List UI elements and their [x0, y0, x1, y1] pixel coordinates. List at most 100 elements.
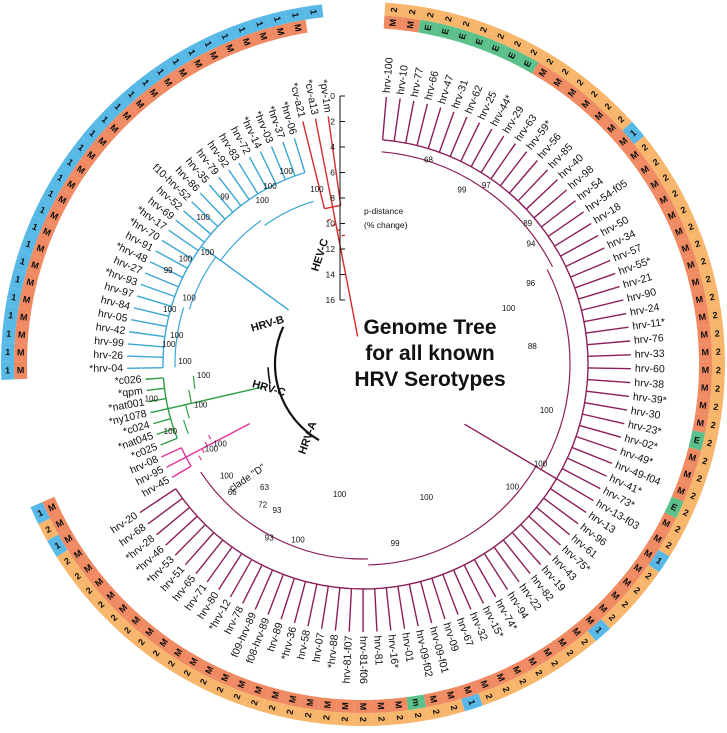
leaf-label: hrv-81 — [371, 635, 385, 666]
terminal-branch — [129, 332, 165, 337]
scale-tick-label: 16 — [326, 295, 336, 305]
subclade-arc — [221, 221, 261, 261]
outer-band-value: 2 — [716, 365, 721, 375]
bootstrap-value: 99 — [164, 266, 173, 275]
bootstrap-value: 100 — [213, 440, 227, 449]
terminal-branch — [175, 525, 205, 556]
bootstrap-value: 63 — [260, 483, 269, 492]
bootstrap-value: 100 — [291, 536, 305, 545]
terminal-branch — [294, 138, 304, 172]
leaf-label: hrv-100 — [381, 57, 396, 94]
terminal-branch — [146, 378, 164, 379]
terminal-branch — [521, 524, 551, 555]
inner-band-value: M — [358, 703, 368, 711]
leaf-label: hrv-07 — [310, 632, 326, 663]
outer-band-value: 2 — [395, 715, 405, 721]
inner-band-value: M — [376, 702, 386, 710]
bootstrap-value: 100 — [170, 331, 184, 340]
bootstrap-value: 100 — [197, 371, 211, 380]
terminal-branch — [571, 260, 611, 277]
bootstrap-value: 99 — [220, 192, 229, 201]
inner-band-value: M — [340, 702, 350, 710]
terminal-branch — [308, 584, 317, 626]
subclade-arc — [541, 269, 570, 469]
terminal-branch — [166, 516, 198, 545]
terminal-branch — [335, 588, 339, 631]
subclade-arc — [193, 376, 194, 389]
bootstrap-value: 100 — [506, 482, 520, 491]
subclade-arc — [209, 435, 211, 439]
bootstrap-value: 96 — [526, 279, 535, 288]
terminal-branch — [349, 589, 351, 632]
inner-band-value: M — [405, 20, 416, 29]
terminal-branch — [585, 403, 627, 410]
terminal-branch — [127, 356, 163, 357]
terminal-branch — [196, 540, 223, 574]
outer-band-value: 2 — [714, 328, 720, 338]
bootstrap-value: 93 — [265, 534, 274, 543]
clade-label-hev-c: HEV-C — [309, 237, 331, 273]
outer-band-value: 2 — [321, 715, 331, 721]
clade-stem — [464, 424, 556, 479]
terminal-branch — [128, 344, 164, 347]
inner-band-value: M — [18, 330, 26, 341]
terminal-branch — [394, 99, 400, 142]
terminal-branch — [509, 160, 537, 193]
bootstrap-value: 100 — [420, 493, 434, 502]
terminal-branch — [383, 97, 387, 140]
leaf-label: *hrv-04 — [89, 362, 123, 375]
bootstrap-value: 100 — [197, 213, 211, 222]
bootstrap-value: 100 — [163, 305, 177, 314]
scale-tick-label: 8 — [330, 193, 335, 203]
terminal-branch — [127, 368, 163, 369]
terminal-branch — [584, 314, 626, 322]
terminal-branch — [375, 589, 377, 632]
terminal-branch — [386, 588, 390, 631]
terminal-branch — [579, 425, 620, 437]
leaf-label: hrv-33 — [635, 348, 665, 361]
inner-band-value: M — [322, 700, 333, 708]
scale-tick-label: 2 — [330, 117, 335, 127]
bootstrap-value: 100 — [280, 167, 294, 176]
scale-label-line2: (% change) — [364, 220, 408, 230]
terminal-branch — [148, 498, 183, 524]
subclade-arc — [201, 472, 368, 559]
terminal-branch — [587, 380, 630, 383]
clade-stem — [201, 246, 288, 310]
inner-band-value: M — [700, 329, 708, 340]
clade-stem — [333, 207, 358, 337]
terminal-branch — [268, 574, 283, 614]
terminal-branch — [534, 190, 567, 218]
terminal-branch — [432, 578, 445, 619]
terminal-branch — [491, 144, 515, 179]
subclade-arc — [184, 420, 189, 434]
terminal-branch — [421, 581, 432, 623]
bootstrap-value: 100 — [333, 490, 347, 499]
leaf-label: hrv-39* — [632, 391, 667, 407]
leaf-label: *hrv-88 — [326, 634, 341, 669]
leaf-label: hrv-76 — [633, 332, 664, 347]
terminal-branch — [161, 448, 181, 457]
terminal-branch — [586, 391, 629, 396]
bootstrap-value: 100 — [263, 182, 277, 191]
bootstrap-value: 99 — [458, 186, 467, 195]
terminal-branch — [587, 341, 630, 345]
outer-band-value: 1 — [5, 347, 10, 357]
bootstrap-value: 100 — [201, 248, 215, 257]
terminal-branch — [255, 570, 272, 609]
bootstrap-value: 93 — [273, 506, 282, 515]
terminal-branch — [503, 540, 530, 574]
terminal-branch — [576, 437, 617, 451]
bootstrap-value: 100 — [194, 400, 208, 409]
bootstrap-value: 97 — [482, 181, 491, 190]
outer-band-value: 2 — [340, 716, 350, 722]
bootstrap-value: 99 — [391, 539, 400, 548]
inner-band-value: m — [411, 698, 422, 707]
terminal-branch — [567, 458, 606, 476]
terminal-branch — [548, 212, 583, 236]
terminal-branch — [153, 419, 170, 424]
terminal-branch — [172, 466, 191, 477]
terminal-branch — [572, 447, 612, 463]
terminal-branch — [417, 104, 427, 146]
terminal-branch — [536, 507, 569, 534]
